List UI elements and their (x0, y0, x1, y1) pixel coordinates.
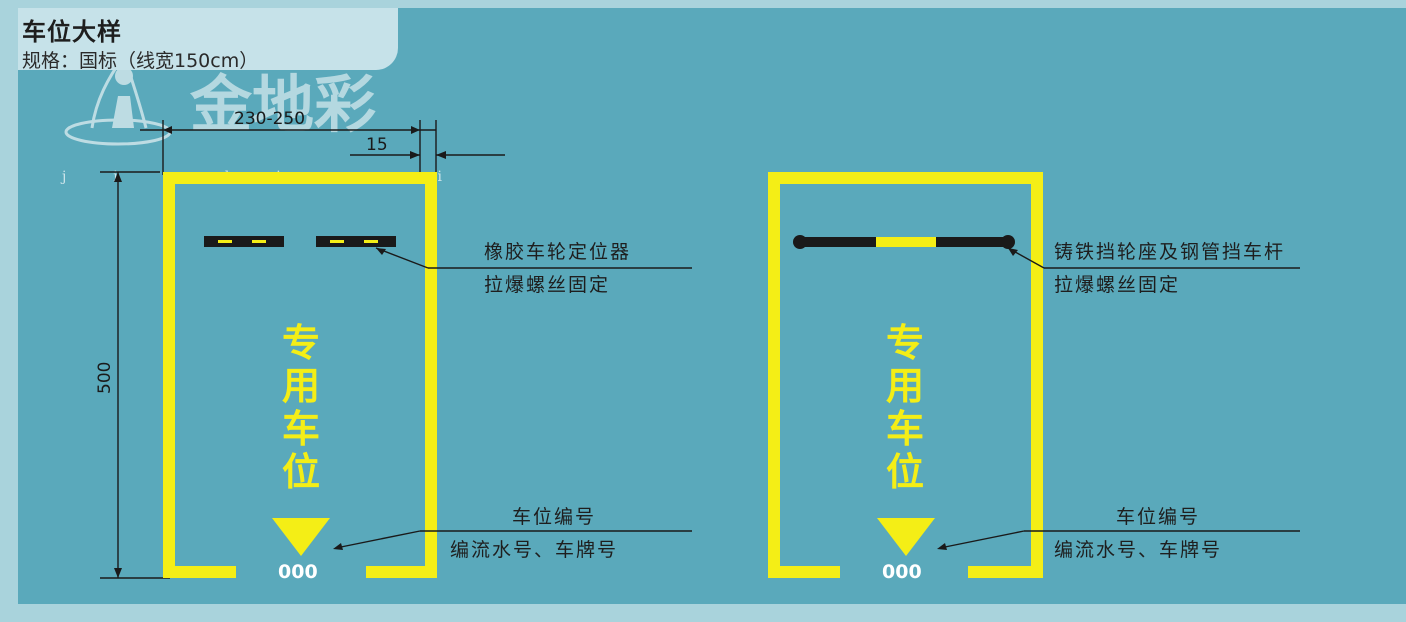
left-number-label-2: 编流水号、车牌号 (450, 539, 618, 561)
right-slot-char-2: 用 (886, 364, 924, 408)
title-tab: 车位大样 规格：国标（线宽150cm） (18, 8, 398, 72)
dimension-arrows-icon (114, 126, 446, 578)
right-device-label-2: 拉爆螺丝固定 (1054, 274, 1180, 296)
left-slot-char-1: 专 (282, 321, 320, 365)
watermark-logo-text: 金地彩 (189, 68, 376, 141)
dimension-length-label: 500 (95, 362, 115, 394)
right-slot-char-1: 专 (886, 321, 924, 365)
right-device-label-1: 铸铁挡轮座及钢管挡车杆 (1054, 241, 1285, 263)
left-leader-lines (335, 247, 692, 549)
right-leader-arrow-icon (1008, 248, 1018, 256)
page-subtitle: 规格：国标（线宽150cm） (22, 50, 259, 72)
right-slot-number: 000 (882, 561, 922, 583)
left-slot-char-2: 用 (282, 364, 320, 408)
right-slot-triangle-icon (877, 518, 935, 556)
right-steel-bar (793, 235, 1015, 249)
left-slot-char-3: 车 (282, 407, 320, 451)
left-number-label-1: 车位编号 (512, 506, 596, 528)
right-parking-slot: 专 用 车 位 000 铸铁挡轮座及钢管挡车杆 拉爆螺丝固定 车位编号 编流水号… (768, 172, 1300, 583)
right-number-arrow-icon (937, 543, 947, 550)
right-number-label-2: 编流水号、车牌号 (1054, 539, 1222, 561)
page-title: 车位大样 (22, 18, 122, 46)
left-parking-slot: 专 用 车 位 000 橡胶车轮定位器 拉爆螺丝固定 车位编号 编流水号、车牌号 (163, 172, 692, 583)
dimension-width-label: 230-250 (234, 109, 305, 129)
left-wheel-stopper-1 (204, 236, 284, 247)
right-number-label-1: 车位编号 (1116, 506, 1200, 528)
dimension-lines (100, 120, 505, 579)
left-slot-triangle-icon (272, 518, 330, 556)
left-leader-arrow-icon (376, 248, 386, 255)
left-device-label-2: 拉爆螺丝固定 (484, 274, 610, 296)
right-slot-char-4: 位 (886, 450, 924, 494)
right-slot-char-3: 车 (886, 407, 924, 451)
left-slot-char-4: 位 (282, 450, 320, 494)
left-slot-number: 000 (278, 561, 318, 583)
left-wheel-stopper-2 (316, 236, 396, 247)
left-device-label-1: 橡胶车轮定位器 (484, 241, 631, 263)
diagram-panel (18, 8, 1406, 604)
left-number-arrow-icon (333, 543, 343, 550)
dimension-line-width-label: 15 (366, 135, 388, 155)
